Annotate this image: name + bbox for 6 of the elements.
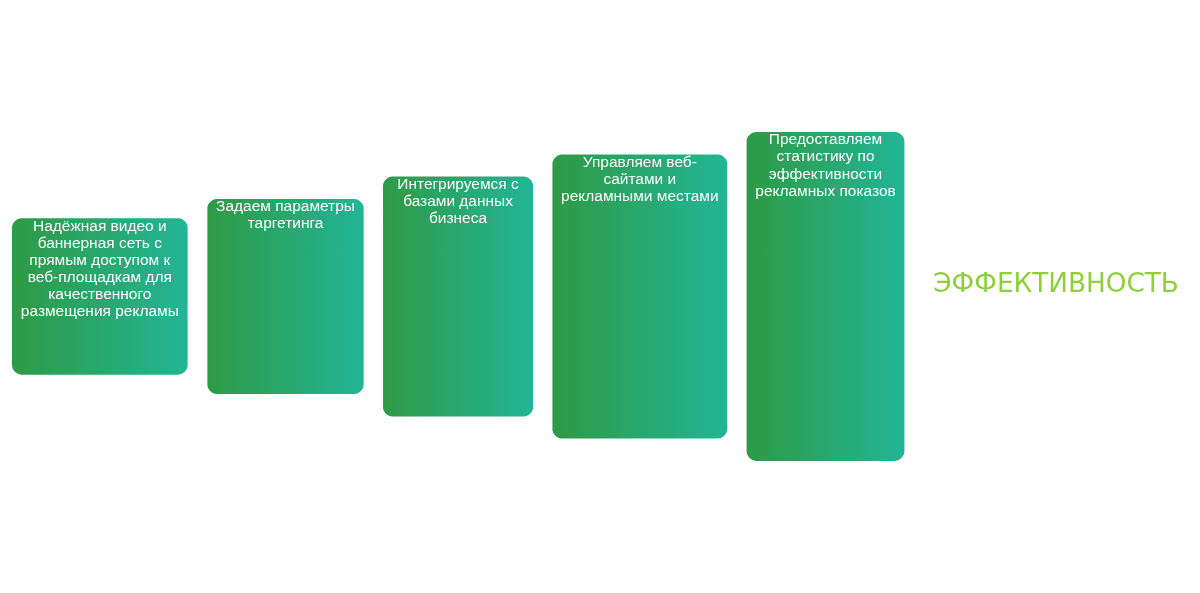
node-box: Управляем веб-сайтами и рекламными местами — [552, 154, 728, 439]
node-box: Задаем параметры таргетинга — [207, 199, 364, 394]
node-box: Предоставляем статистику по эффективности рекламных показов — [746, 132, 905, 461]
label: ЭФФЕКТИВНОСТЬ — [933, 268, 1179, 299]
node-box: Интегрируемся с базами данных бизнеса — [383, 176, 534, 417]
node-box: Надёжная видео и баннерная сеть с прямым доступом к веб-площадкам для качественного размещения рекламы — [12, 218, 188, 375]
